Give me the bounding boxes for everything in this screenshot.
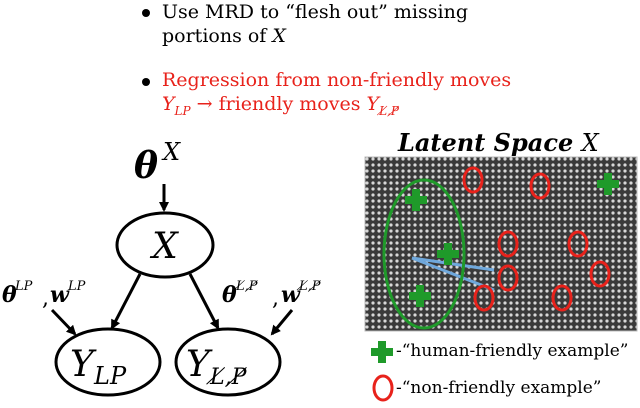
circle-marker [473, 284, 495, 312]
param-left: θ LP , w LP [2, 279, 86, 311]
svg-text:L̸,P̸: L̸,P̸ [234, 279, 259, 294]
bullet-2-line-2: YLP → friendly moves YL̸,P̸ [162, 93, 399, 118]
legend-plus-label: -“human-friendly example” [396, 341, 629, 361]
latent-link [411, 256, 495, 292]
node-ylp-label: Y [70, 344, 97, 385]
svg-text:,: , [272, 286, 279, 311]
param-right: θ L̸,P̸ , w L̸,P̸ [222, 279, 322, 311]
latent-space-panel [364, 156, 638, 332]
plus-marker [437, 243, 459, 265]
node-yfr-label: Y [186, 344, 213, 385]
edge-param-right-to-yfr [270, 309, 294, 336]
svg-text:θ: θ [222, 282, 237, 308]
circle-marker [529, 172, 551, 200]
bullet-1-line-2: portions of X [162, 25, 286, 47]
node-yfr [174, 327, 282, 397]
bullet-2-line-1: Regression from non-friendly moves [162, 69, 512, 91]
theta-x-sup: X [161, 138, 181, 166]
node-yfr-sub: L̸,P̸ [206, 365, 248, 390]
circle-marker [567, 230, 589, 258]
latent-space-background [364, 156, 638, 332]
svg-text:w: w [50, 282, 70, 308]
circle-marker [497, 264, 519, 292]
svg-text:LP: LP [67, 279, 86, 294]
svg-text:L̸,P̸: L̸,P̸ [297, 279, 322, 294]
svg-text:θ: θ [2, 282, 17, 308]
circle-marker [589, 260, 611, 288]
bullet-dot [142, 78, 150, 86]
node-x-label: X [149, 226, 179, 267]
circle-marker [462, 166, 484, 194]
edge-x-to-ylp [110, 273, 142, 330]
plus-marker [597, 173, 619, 195]
latent-space-title: Latent Space X [398, 128, 599, 157]
friendly-cluster-ellipse [382, 178, 466, 330]
bullet-1-line-1: Use MRD to “flesh out” missing [162, 1, 468, 23]
svg-text:w: w [281, 282, 301, 308]
circle-marker [497, 230, 519, 258]
node-ylp-sub: LP [93, 362, 127, 390]
bullet-dot [142, 9, 150, 17]
node-x [115, 211, 215, 279]
legend-circle-label: -“non-friendly example” [396, 378, 602, 398]
edge-param-left-to-ylp [50, 308, 77, 336]
node-ylp [54, 327, 162, 397]
latent-link [411, 256, 495, 272]
theta-x-label: θ [134, 145, 158, 187]
plus-marker [409, 285, 431, 307]
graphical-model: θ X X θ LP , w LP θ L̸,P̸ , w L̸,P̸ Y LP… [2, 138, 322, 397]
legend-circle-icon [372, 374, 394, 402]
svg-text:,: , [42, 286, 49, 311]
plus-marker [405, 189, 427, 211]
circle-marker [551, 284, 573, 312]
svg-text:LP: LP [14, 279, 33, 294]
edge-x-to-yfr [188, 273, 220, 330]
legend-plus-icon [371, 341, 393, 363]
